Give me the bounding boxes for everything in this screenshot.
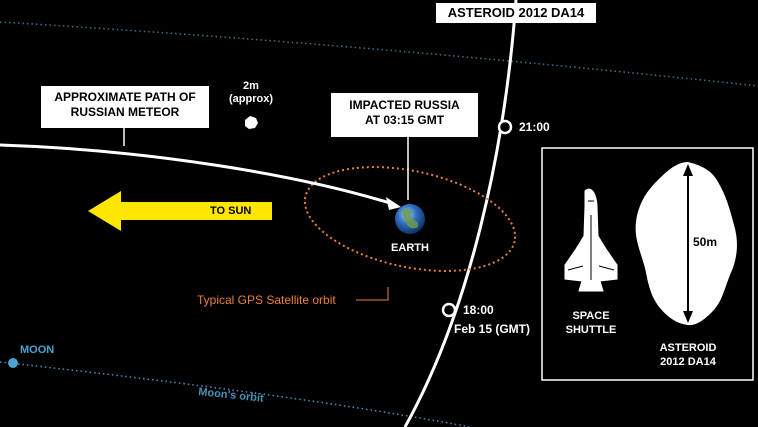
upper-orbit-line bbox=[0, 21, 758, 87]
meteor-path-label-line2: RUSSIAN METEOR bbox=[70, 105, 180, 119]
asteroid-size-line2: 2012 DA14 bbox=[660, 356, 716, 368]
earth-landmass bbox=[402, 208, 419, 229]
time-marker-2100 bbox=[497, 119, 513, 135]
earth-label: EARTH bbox=[391, 242, 429, 254]
shuttle-label-line2: SHUTTLE bbox=[565, 324, 617, 336]
impact-label-line1: IMPACTED RUSSIA bbox=[349, 98, 460, 112]
date-label: Feb 15 (GMT) bbox=[454, 322, 531, 336]
asteroid-title-box: ASTEROID 2012 DA14 bbox=[436, 3, 596, 23]
meteor-rock-icon bbox=[245, 116, 258, 129]
asteroid-title: ASTEROID 2012 DA14 bbox=[447, 5, 585, 20]
asteroid-size-line1: ASTEROID bbox=[659, 342, 717, 354]
moon-icon bbox=[8, 358, 18, 368]
meteor-size-line1: 2m bbox=[243, 80, 259, 92]
time-label-2100: 21:00 bbox=[519, 120, 550, 134]
space-shuttle-details bbox=[567, 200, 615, 280]
gps-orbit-ellipse bbox=[303, 166, 517, 272]
meteor-path-label-box: APPROXIMATE PATH OF RUSSIAN METEOR bbox=[41, 86, 209, 128]
asteroid-size-label: ASTEROID 2012 DA14 bbox=[648, 341, 728, 369]
asteroid-da14-icon bbox=[635, 162, 737, 326]
impact-label-box: IMPACTED RUSSIA AT 03:15 GMT bbox=[331, 93, 478, 137]
meteor-path-label-line1: APPROXIMATE PATH OF bbox=[54, 90, 196, 104]
shuttle-label: SPACE SHUTTLE bbox=[556, 309, 626, 337]
asteroid-measure-label: 50m bbox=[693, 235, 718, 249]
meteor-path-arrowhead bbox=[386, 197, 401, 210]
meteor-size-label: 2m (approx) bbox=[225, 80, 277, 106]
gps-orbit-label: Typical GPS Satellite orbit bbox=[197, 293, 336, 307]
time-label-1800: 18:00 bbox=[463, 303, 494, 317]
asteroid-measure-arrow-top bbox=[683, 164, 693, 176]
moon-label: MOON bbox=[20, 344, 55, 356]
asteroid-trajectory bbox=[403, 0, 518, 427]
asteroid-measure-arrow-bottom bbox=[683, 311, 693, 323]
shuttle-label-line1: SPACE bbox=[572, 310, 610, 322]
sun-direction-arrow bbox=[88, 191, 272, 231]
time-marker-1800 bbox=[441, 302, 457, 318]
meteor-size-line2: (approx) bbox=[229, 93, 273, 105]
impact-label-line2: AT 03:15 GMT bbox=[364, 113, 445, 127]
to-sun-label: TO SUN bbox=[210, 205, 252, 217]
gps-orbit-pointer bbox=[356, 287, 389, 301]
meteor-path bbox=[0, 143, 394, 206]
